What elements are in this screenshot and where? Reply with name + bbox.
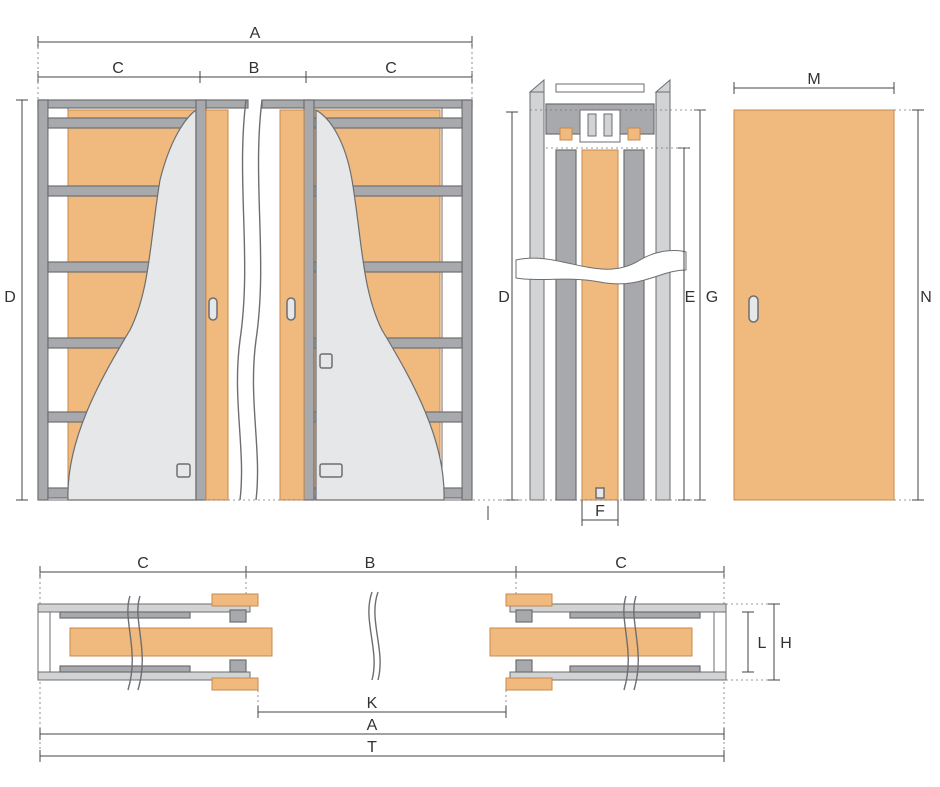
section-stud-right bbox=[623, 149, 645, 501]
plan-right-door bbox=[489, 627, 693, 657]
dim-label-f-section: F bbox=[595, 503, 605, 520]
dim-label-c-plan-right: C bbox=[615, 555, 627, 572]
dim-label-k: K bbox=[367, 695, 378, 712]
dim-label-d-front: D bbox=[4, 289, 16, 306]
dim-label-n: N bbox=[920, 289, 932, 306]
door-leaf-handle-icon bbox=[748, 295, 759, 323]
plan-left-door bbox=[69, 627, 273, 657]
dim-label-t: T bbox=[367, 739, 377, 756]
plan-view: C B C bbox=[37, 555, 792, 762]
left-door-handle-icon bbox=[208, 297, 218, 321]
dim-label-g-section: G bbox=[706, 289, 718, 306]
right-latch-icon bbox=[319, 463, 343, 478]
vertical-section: D E G F bbox=[498, 78, 718, 526]
dim-label-c-plan-left: C bbox=[137, 555, 149, 572]
right-outer-stud bbox=[461, 99, 473, 501]
door-leaf-panel bbox=[733, 109, 895, 501]
left-wall-cutaway bbox=[67, 108, 197, 501]
dim-label-d-section: D bbox=[498, 289, 510, 306]
right-jamb-stud bbox=[303, 99, 315, 501]
left-lock-icon bbox=[176, 463, 191, 478]
dim-label-a-plan: A bbox=[367, 717, 378, 734]
dim-label-h: H bbox=[780, 635, 792, 652]
dim-label-m: M bbox=[807, 71, 820, 88]
right-lock-icon bbox=[319, 353, 333, 369]
dim-label-a-top: A bbox=[250, 25, 261, 42]
dim-label-c-top-left: C bbox=[112, 60, 124, 77]
dim-label-e-section: E bbox=[685, 289, 696, 306]
door-leaf: M N bbox=[733, 71, 932, 501]
right-wall-cutaway bbox=[315, 108, 445, 501]
dim-label-l: L bbox=[758, 635, 767, 652]
right-top-rail bbox=[261, 99, 473, 109]
section-door bbox=[581, 149, 619, 501]
left-jamb-stud bbox=[195, 99, 207, 501]
left-top-rail bbox=[37, 99, 249, 109]
right-door-handle-icon bbox=[286, 297, 296, 321]
dim-label-b-top: B bbox=[249, 60, 260, 77]
section-stud-left bbox=[555, 149, 577, 501]
front-elevation: A C B C D bbox=[4, 25, 520, 520]
left-outer-stud bbox=[37, 99, 49, 501]
dim-label-b-plan: B bbox=[365, 555, 376, 572]
dim-label-c-top-right: C bbox=[385, 60, 397, 77]
